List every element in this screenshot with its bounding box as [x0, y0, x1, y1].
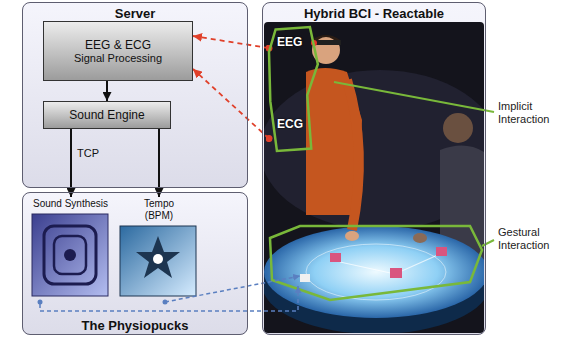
puck-pattern: [44, 226, 96, 284]
person-arm: [347, 80, 359, 230]
table-puck: [330, 253, 341, 262]
puck-image: [32, 214, 108, 296]
server-panel: ServerEEG & ECGSignal ProcessingSound En…: [22, 2, 248, 188]
person-head: [443, 113, 473, 143]
sensor-label: EEG: [277, 35, 302, 49]
puck-image: [120, 226, 196, 296]
signal-arrow: [193, 69, 269, 139]
puck-image: Tempo (BPM): [117, 197, 201, 301]
table-puck: [390, 268, 402, 278]
reactable-photo: [264, 22, 484, 333]
puck-pattern: [136, 236, 180, 278]
interaction-label: Gestural Interaction: [498, 226, 582, 252]
puck-link-line: [165, 276, 300, 302]
panel-ground: [22, 2, 248, 188]
panel-title: Server: [23, 3, 247, 21]
puck-pattern: [64, 249, 76, 261]
table-puck: [436, 247, 447, 256]
physiopucks-panel: The Physiopucks Sound Synthesis Tempo (BPM…: [22, 192, 248, 335]
signal-arrow: [193, 36, 269, 48]
eeg-headband: [311, 40, 341, 45]
sensor-label: ECG: [277, 117, 303, 131]
interaction-label: Implicit Interaction: [498, 100, 582, 126]
flow-arrow: [106, 81, 108, 101]
puck-label: Sound Synthesis: [31, 197, 111, 211]
table-ring: [306, 244, 446, 300]
person-hand: [413, 233, 427, 243]
gesture-region-outline: [270, 226, 482, 300]
edge-label: TCP: [77, 147, 99, 160]
edge-label-holder: TCP: [77, 147, 99, 160]
panel-title: Hybrid BCI - Reactable: [263, 3, 485, 21]
label-holder: Gestural Interaction: [498, 226, 582, 252]
table-wave: [340, 262, 395, 274]
panel-title: The Physiopucks: [23, 315, 247, 333]
person-hand: [345, 231, 359, 241]
panel-ground: [22, 192, 248, 335]
link-dot: [38, 300, 43, 305]
process-box: EEG & ECGSignal Processing: [43, 21, 193, 81]
box-subtitle: Signal Processing: [74, 52, 162, 65]
box-title: EEG & ECG: [85, 38, 151, 52]
leader-line: [482, 240, 494, 246]
region-outline: [269, 27, 318, 151]
flow-arrow: [70, 129, 72, 197]
flow-arrow: [158, 129, 160, 197]
puck-label: Tempo (BPM): [133, 197, 185, 222]
puck-pattern: [153, 254, 163, 264]
sensor-region: EEG ECG: [269, 27, 335, 151]
puck-pattern: [54, 236, 86, 274]
table-surface: [264, 226, 484, 318]
box-title: Sound Engine: [69, 108, 144, 122]
reactable-panel: Hybrid BCI - ReactableEEG ECG: [262, 2, 486, 335]
process-box: Sound Engine: [43, 101, 171, 129]
table-puck: [300, 274, 310, 282]
person-hair: [312, 35, 340, 46]
leader-line: [334, 82, 494, 112]
puck-image: Sound Synthesis: [31, 197, 111, 301]
puck-link-line: [40, 286, 298, 311]
label-holder: Implicit Interaction: [498, 100, 582, 126]
